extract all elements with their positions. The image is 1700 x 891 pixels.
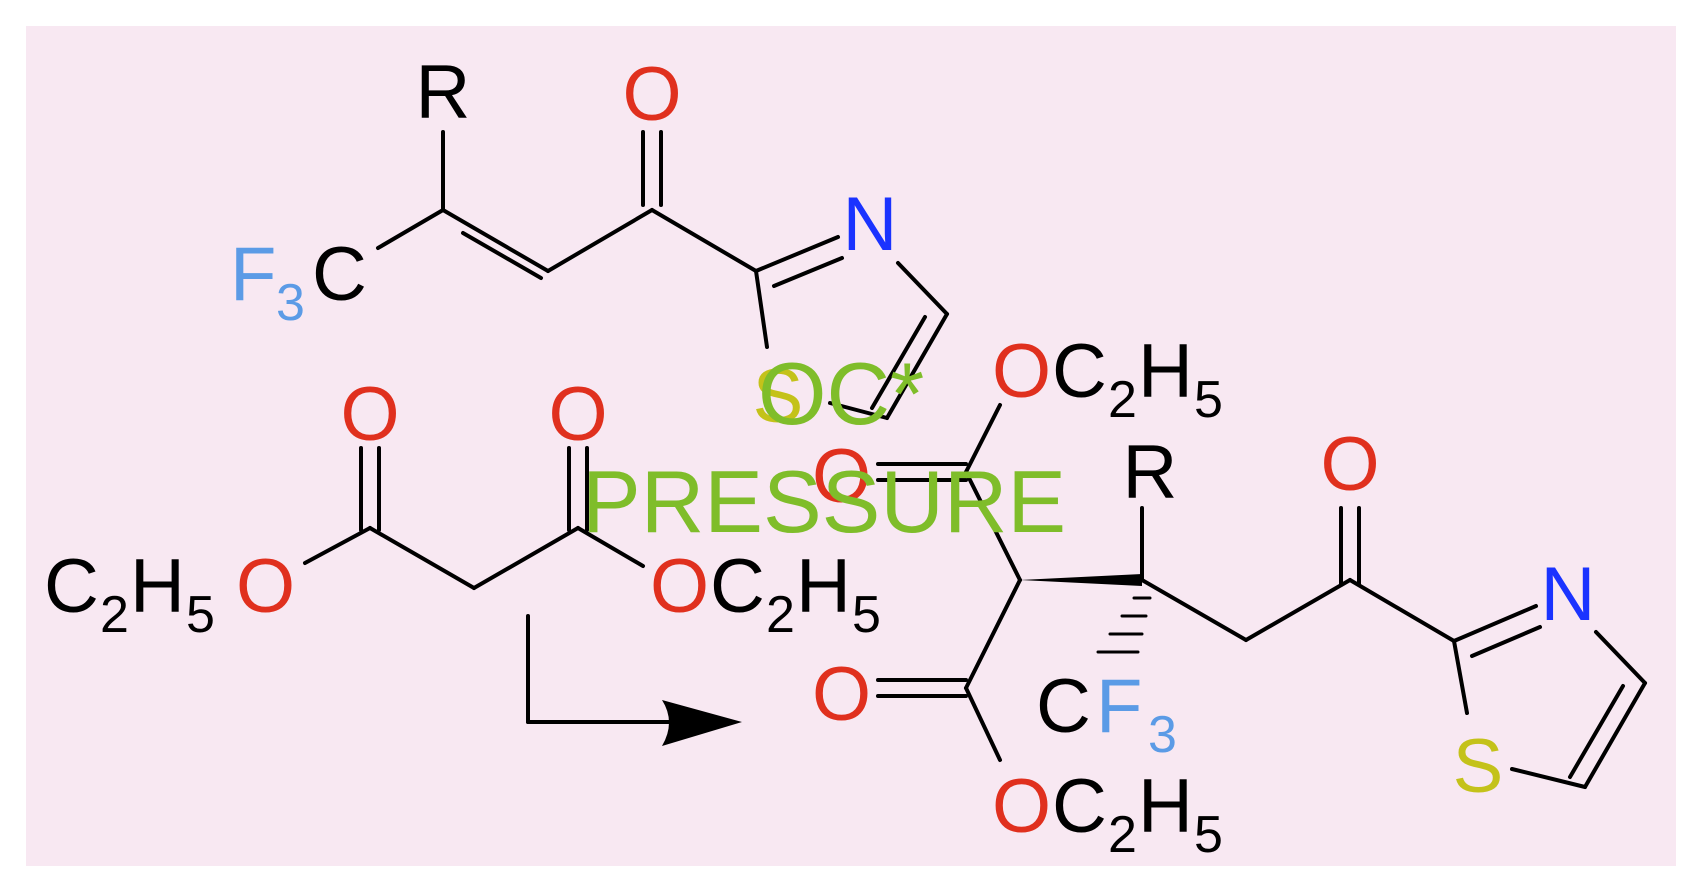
malonate-left-ethyl-sub1: 2 [100, 586, 129, 644]
malonate-left-ethyl-sub2: 5 [186, 586, 215, 644]
malonate-left-carbonyl-o: O [340, 372, 399, 457]
bond-c-carbonyl [546, 208, 654, 273]
bond-c2-n-second [772, 256, 844, 288]
malonate-left-ester-o: O [236, 544, 295, 629]
conditions-line-2: PRESSURE [582, 452, 1066, 551]
enone-cf3-c: C [312, 232, 367, 317]
malonate-right-ethyl-h: H [796, 544, 851, 629]
bond-c-ch2 [1140, 578, 1248, 642]
enone-oxygen: O [622, 52, 681, 137]
bond-c2-n [1452, 604, 1538, 643]
bond-ch-bottom-carbonyl [964, 578, 1022, 690]
product-top-ethyl-h: H [1138, 329, 1193, 414]
bond-ch2-right [472, 526, 580, 590]
scheme-background [26, 26, 1676, 866]
bond-c5-s [828, 401, 889, 420]
stereo-wedge-bond [1020, 574, 1142, 586]
bond-left-ch2 [368, 526, 476, 590]
bond-left-ester-o [303, 526, 372, 565]
enone-cf3-f: F [230, 232, 276, 317]
malonate-right-ethyl-sub2: 5 [852, 586, 881, 644]
reactant-enone: R O N S F 3 C [230, 50, 949, 439]
bond-s-c2 [754, 269, 769, 349]
bond-cf3-c [376, 208, 445, 250]
product-thiazole-sulfur: S [1453, 724, 1504, 809]
malonate-left-ethyl-c: C [44, 544, 99, 629]
reaction-arrow [526, 614, 742, 746]
bond-right-ester-o [576, 526, 645, 568]
product-bottom-ethyl-sub2: 5 [1194, 806, 1223, 864]
bond-c4-c5 [885, 312, 949, 420]
bond-c4-c5-second [870, 315, 927, 410]
malonate-right-ethyl-c: C [710, 544, 765, 629]
reactant-malonate: O O C 2 H 5 O O C 2 H 5 [44, 372, 881, 644]
bond-ch2-ketone [1244, 578, 1352, 642]
malonate-right-ethyl-sub1: 2 [766, 586, 795, 644]
product-top-ethyl-c: C [1052, 329, 1107, 414]
product-bottom-ester-o: O [992, 764, 1051, 849]
bond-c2-n [754, 235, 840, 273]
bond-top-carbonyl-ch [964, 470, 1022, 582]
conditions-line-1: OC* [758, 344, 924, 443]
product-cf3-f: F [1096, 664, 1142, 749]
product-r-label: R [1123, 430, 1178, 515]
stereo-hash-bond [1096, 596, 1152, 654]
malonate-right-ester-o: O [650, 544, 709, 629]
arrowhead-icon [662, 700, 742, 746]
product-bottom-ethyl-c: C [1052, 764, 1107, 849]
product-cf3-sub: 3 [1148, 706, 1177, 764]
product-top-carbonyl-o: O [812, 434, 871, 519]
product-bottom-ethyl-sub1: 2 [1108, 806, 1137, 864]
product-thiazole-nitrogen: N [1541, 552, 1596, 637]
bond-c4-c5-second [1568, 684, 1625, 779]
bond-c2-n-second [1470, 625, 1542, 658]
malonate-left-ethyl-h: H [130, 544, 185, 629]
bond-n-c4 [1594, 630, 1647, 685]
enone-r-label: R [416, 50, 471, 135]
enone-sulfur: S [753, 354, 804, 439]
bond-top-ester-o [964, 403, 1002, 474]
bond-s-c2 [1452, 639, 1469, 715]
product-top-ethyl-sub2: 5 [1194, 371, 1223, 429]
bond-ketone-thiazole [1348, 578, 1456, 643]
product-bottom-ethyl-h: H [1138, 764, 1193, 849]
product-cf3-c: C [1036, 664, 1091, 749]
bond-c5-s [1510, 767, 1587, 789]
bond-alkene-second [461, 231, 543, 280]
product: O C 2 H 5 O R O N S O C F 3 O C 2 H 5 [812, 329, 1647, 864]
enone-cf3-sub: 3 [276, 274, 305, 332]
product-top-ester-o: O [992, 329, 1051, 414]
product-ketone-o: O [1320, 422, 1379, 507]
bond-n-c4 [896, 261, 949, 316]
product-bottom-carbonyl-o: O [812, 652, 871, 737]
bond-c4-c5 [1583, 681, 1647, 789]
product-top-ethyl-sub1: 2 [1108, 371, 1137, 429]
malonate-right-carbonyl-o: O [548, 372, 607, 457]
enone-nitrogen: N [843, 182, 898, 267]
bond-alkene [441, 208, 550, 273]
bond-bottom-ester-o [964, 686, 1002, 762]
reaction-conditions: OC* PRESSURE [582, 344, 1066, 551]
bond-carbonyl-thiazole [650, 208, 758, 273]
